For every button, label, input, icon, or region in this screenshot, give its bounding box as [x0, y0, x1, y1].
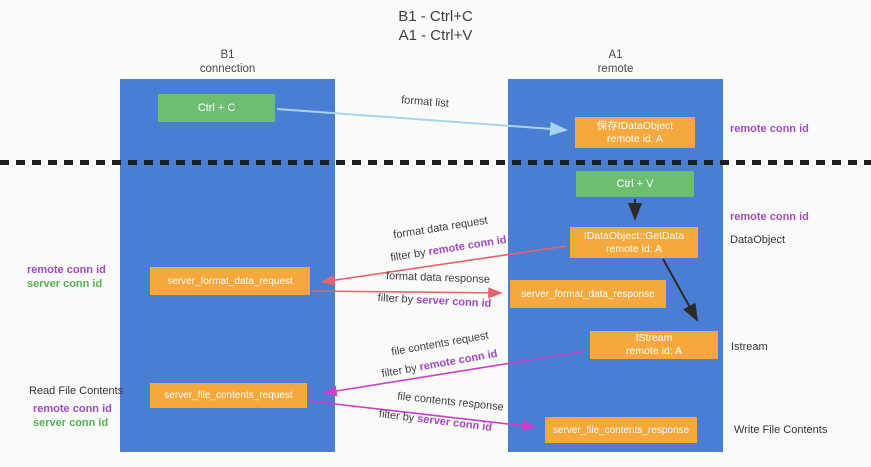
node-idataobject-getdata: IDataObject::GetData remote id: A: [570, 227, 698, 258]
node-save-idataobject-line1: 保存IDataObject: [596, 119, 674, 132]
node-server-format-data-response: server_format_data_response: [510, 280, 666, 308]
label-filter-server-conn-id-1: filter by server conn id: [367, 291, 502, 310]
filter-key: remote conn id: [427, 233, 508, 259]
machine-boundary-dashed-line: [0, 160, 871, 165]
node-ctrl-v-label: Ctrl + V: [616, 178, 654, 190]
label-format-data-response-text: format data response: [385, 270, 491, 286]
node-save-idataobject-line2: remote id: A: [606, 132, 664, 145]
node-file-request-label: server_file_contents_request: [164, 390, 293, 401]
annotation-text: Istream: [731, 341, 768, 353]
label-format-list-text: format list: [400, 94, 450, 110]
lane-a1-role: remote: [597, 63, 634, 75]
filter-key: server conn id: [415, 294, 492, 310]
annotation-dataobject: DataObject: [730, 234, 785, 246]
node-istream: IStream remote id: A: [590, 331, 718, 359]
node-format-request-label: server_format_data_request: [167, 275, 293, 287]
label-format-data-request-text: format data request: [392, 214, 489, 242]
lane-b1-role: connection: [199, 63, 256, 75]
label-format-data-response: format data response: [378, 270, 498, 286]
annotation-conn-ids-mid: remote conn id server conn id: [27, 263, 106, 291]
annotation-write-file-contents: Write File Contents: [734, 424, 827, 436]
node-ctrl-c-label: Ctrl + C: [197, 102, 236, 114]
node-istream-line1: IStream: [635, 332, 673, 344]
label-format-list: format list: [365, 91, 486, 112]
node-getdata-line1: IDataObject::GetData: [583, 229, 685, 242]
node-istream-line2: remote id: A: [625, 345, 683, 357]
lane-a1-name: A1: [608, 49, 623, 61]
title-line-2: A1 - Ctrl+V: [398, 27, 473, 44]
node-server-file-contents-response: server_file_contents_response: [545, 417, 697, 443]
annotation-text: Read File Contents: [29, 385, 124, 397]
filter-prefix: filter by: [378, 408, 415, 425]
filter-prefix: filter by: [377, 292, 414, 306]
annotation-conn-ids-bottom: remote conn id server conn id: [33, 402, 112, 430]
annotation-text: remote conn id: [730, 123, 809, 135]
node-ctrl-c: Ctrl + C: [158, 94, 275, 122]
node-server-file-contents-request: server_file_contents_request: [150, 383, 307, 408]
node-save-idataobject: 保存IDataObject remote id: A: [575, 117, 695, 148]
annotation-text: DataObject: [730, 234, 786, 246]
annotation-istream: Istream: [731, 341, 768, 353]
diagram-title: B1 - Ctrl+C A1 - Ctrl+V: [0, 7, 871, 45]
lane-header-a1: A1 remote: [508, 48, 723, 76]
node-file-response-label: server_file_contents_response: [552, 424, 690, 436]
node-server-format-data-request: server_format_data_request: [150, 267, 310, 295]
annotation-remote-conn-id: remote conn id: [27, 264, 106, 276]
annotation-server-conn-id: server conn id: [33, 417, 109, 429]
filter-prefix: filter by: [380, 362, 418, 381]
lane-header-b1: B1 connection: [120, 48, 335, 76]
annotation-text: Write File Contents: [734, 424, 828, 436]
filter-prefix: filter by: [389, 246, 427, 265]
annotation-remote-conn-id-mid: remote conn id: [730, 211, 809, 223]
lane-b1-name: B1: [220, 49, 235, 61]
node-getdata-line2: remote id: A: [605, 242, 663, 255]
annotation-remote-conn-id-top: remote conn id: [730, 123, 809, 135]
title-line-1: B1 - Ctrl+C: [398, 8, 473, 25]
filter-key: server conn id: [416, 412, 493, 434]
annotation-text: remote conn id: [730, 211, 809, 223]
annotation-server-conn-id: server conn id: [27, 278, 103, 290]
node-ctrl-v: Ctrl + V: [576, 171, 694, 197]
annotation-remote-conn-id: remote conn id: [33, 403, 112, 415]
node-format-response-label: server_format_data_response: [521, 288, 655, 300]
annotation-read-file-contents: Read File Contents: [29, 385, 123, 397]
label-file-contents-response-text: file contents response: [396, 390, 505, 414]
